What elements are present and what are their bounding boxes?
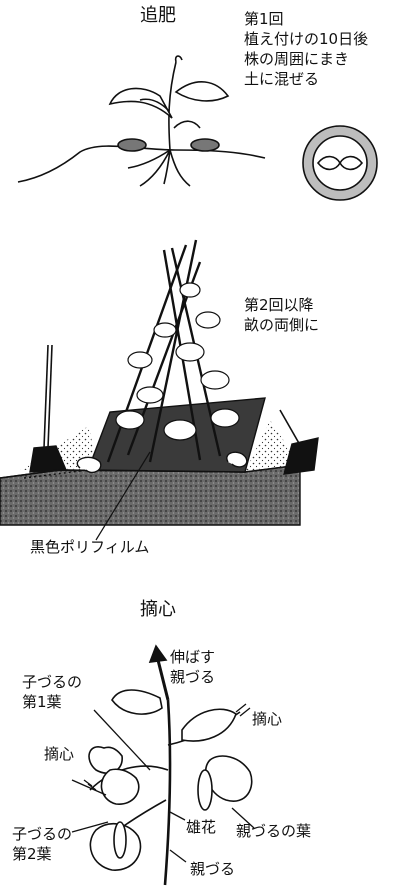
child-leaf1-label-line1: 子づるの — [22, 673, 83, 691]
extend-label-line2: 親づる — [170, 668, 216, 686]
pinching-illustration — [71, 644, 255, 886]
section1-title: 追肥 — [140, 5, 176, 26]
section1-note-line1: 第1回 — [244, 10, 284, 28]
section2-note-line2: 畝の両側に — [244, 316, 320, 334]
mulch-leader-line — [95, 451, 151, 541]
trellis-ridge-illustration — [0, 239, 319, 526]
up-arrow-icon — [156, 659, 170, 701]
parent-vine-label: 親づる — [190, 860, 236, 878]
pinch-left-label: 摘心 — [44, 745, 75, 763]
child-leaf2-label-line1: 子づるの — [12, 825, 73, 843]
seedling-illustration — [17, 55, 266, 187]
pinch-right-label: 摘心 — [252, 710, 283, 728]
parent-leaf-label: 親づるの葉 — [236, 822, 312, 840]
extend-label-line1: 伸ばす — [170, 648, 216, 666]
section3-title: 摘心 — [140, 599, 176, 620]
section2-note-line1: 第2回以降 — [244, 296, 314, 314]
topview-ring-icon — [302, 125, 378, 201]
child-leaf2-label-line2: 第2葉 — [12, 845, 52, 863]
section1-note-line3: 株の周囲にまき — [244, 50, 350, 68]
mulch-label: 黒色ポリフィルム — [30, 538, 150, 556]
section1-note-line4: 土に混ぜる — [244, 70, 320, 88]
section1-note-line2: 植え付けの10日後 — [244, 30, 369, 48]
male-flower-label: 雄花 — [186, 818, 217, 836]
child-leaf1-label-line2: 第1葉 — [22, 693, 62, 711]
